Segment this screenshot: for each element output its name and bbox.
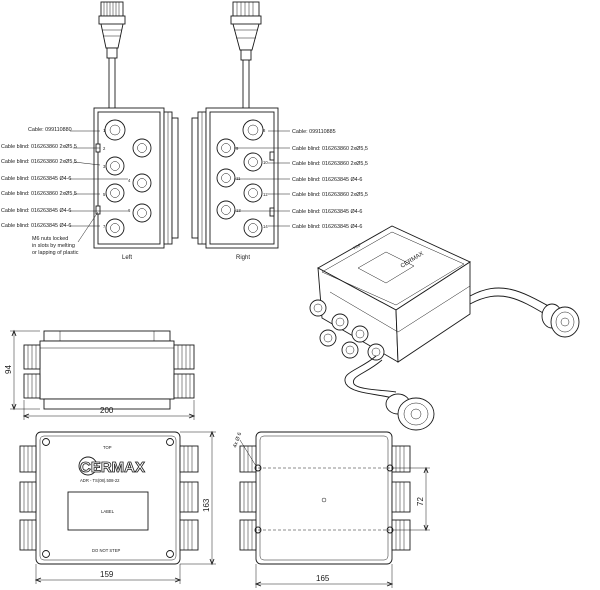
right-side-view: 8 9 10 11 12 13 14 Cable: 099110885 Cabl… bbox=[191, 1, 368, 261]
view-label-left: Left bbox=[122, 255, 132, 261]
left-number: 4 bbox=[128, 178, 131, 183]
iso-connector-right bbox=[541, 303, 580, 338]
note-line: M6 nuts locked bbox=[32, 236, 68, 242]
left-number: 6 bbox=[128, 208, 131, 213]
left-callout: Cable blind: 016263860 2xØ5,5 bbox=[1, 159, 77, 165]
left-number: 1 bbox=[103, 128, 106, 133]
isometric-view: CERMAX TOP bbox=[309, 225, 580, 431]
iso-glands bbox=[309, 299, 385, 361]
left-callout: Cable: 099110880 bbox=[28, 127, 72, 133]
lid-logo: CERMAX bbox=[80, 459, 145, 476]
right-callout: Cable blind: 016263845 Ø4-6 bbox=[292, 177, 362, 183]
right-number: 14 bbox=[263, 224, 268, 229]
left-connector bbox=[98, 1, 126, 108]
note-line: in slots by melting bbox=[32, 243, 75, 249]
right-glands bbox=[216, 119, 275, 238]
right-callout: Cable blind: 016263860 2xØ5,5 bbox=[292, 161, 368, 167]
right-callout: Cable blind: 016263860 2xØ5,5 bbox=[292, 192, 368, 198]
right-callout: Cable: 099110885 bbox=[292, 129, 336, 135]
iso-connector-left bbox=[385, 393, 435, 431]
left-callout: Cable blind: 016263860 2xØ5,5 bbox=[1, 144, 77, 150]
left-side-view: 1 2 3 4 5 6 7 Cable: 099110880 Cable bli… bbox=[1, 1, 179, 261]
top-view: TOP CERMAX ADR - TS(08).508-22 LABEL DO … bbox=[19, 430, 216, 584]
dim-width-top: 159 bbox=[100, 570, 114, 579]
dim-hole-spacing: 72 bbox=[416, 497, 425, 506]
right-number: 11 bbox=[236, 176, 241, 181]
dim-width-back: 165 bbox=[316, 574, 330, 583]
right-callout: Cable blind: 016263845 Ø4-6 bbox=[292, 209, 362, 215]
right-callout: Cable blind: 016263860 2xØ5,5 bbox=[292, 146, 368, 152]
lid-top-label: TOP bbox=[103, 445, 112, 450]
note-line: or lapping of plastic bbox=[32, 250, 79, 256]
right-connector bbox=[230, 1, 262, 108]
left-number: 2 bbox=[103, 146, 106, 151]
front-view: 94 200 bbox=[4, 329, 196, 420]
lid-model: ADR - TS(08).508-22 bbox=[80, 478, 120, 483]
view-label-right: Right bbox=[236, 255, 250, 261]
dim-height-front: 94 bbox=[4, 365, 13, 374]
left-number: 5 bbox=[103, 192, 106, 197]
left-callout: Cable blind: 016263860 2xØ5,5 bbox=[1, 191, 77, 197]
dim-width-front: 200 bbox=[100, 406, 114, 415]
left-callout: Cable blind: 016263845 Ø4-6 bbox=[1, 208, 71, 214]
iso-top: TOP bbox=[352, 242, 362, 251]
right-number: 12 bbox=[263, 192, 268, 197]
right-callout: Cable blind: 016263845 Ø4-6 bbox=[292, 224, 362, 230]
left-callout: Cable blind: 016263845 Ø4-6 bbox=[1, 176, 71, 182]
back-view: 4x Ø 6 72 165 bbox=[232, 431, 430, 588]
left-number: 7 bbox=[103, 224, 106, 229]
right-number: 10 bbox=[263, 160, 268, 165]
left-number: 3 bbox=[103, 164, 106, 169]
right-number: 8 bbox=[263, 128, 266, 133]
left-callout: Cable blind: 016263845 Ø4-6 bbox=[1, 223, 71, 229]
dim-height-top: 163 bbox=[202, 498, 211, 512]
right-number: 13 bbox=[236, 208, 241, 213]
right-number: 9 bbox=[236, 146, 239, 151]
dim-holes: 4x Ø 6 bbox=[232, 432, 243, 449]
lid-label-text: LABEL bbox=[101, 509, 115, 514]
lid-bottom-label: DO NOT STEP bbox=[92, 548, 121, 553]
